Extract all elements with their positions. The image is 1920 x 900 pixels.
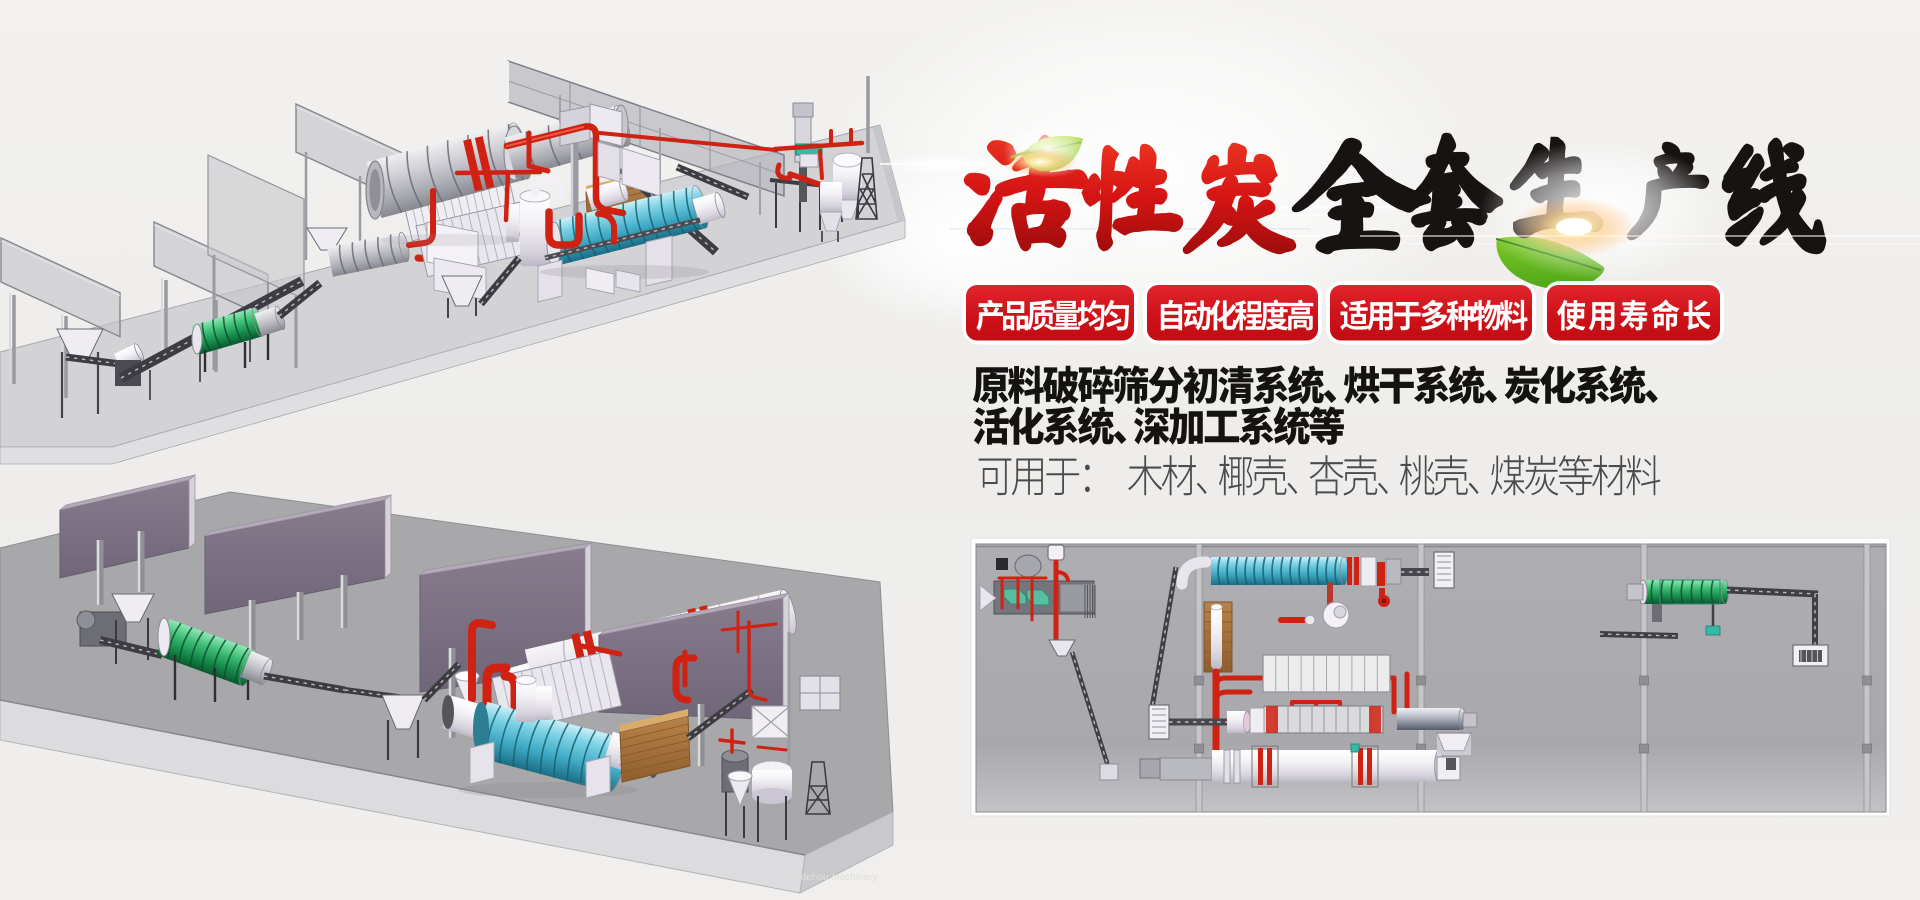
svg-text:zz dehou machinery: zz dehou machinery	[788, 872, 878, 883]
